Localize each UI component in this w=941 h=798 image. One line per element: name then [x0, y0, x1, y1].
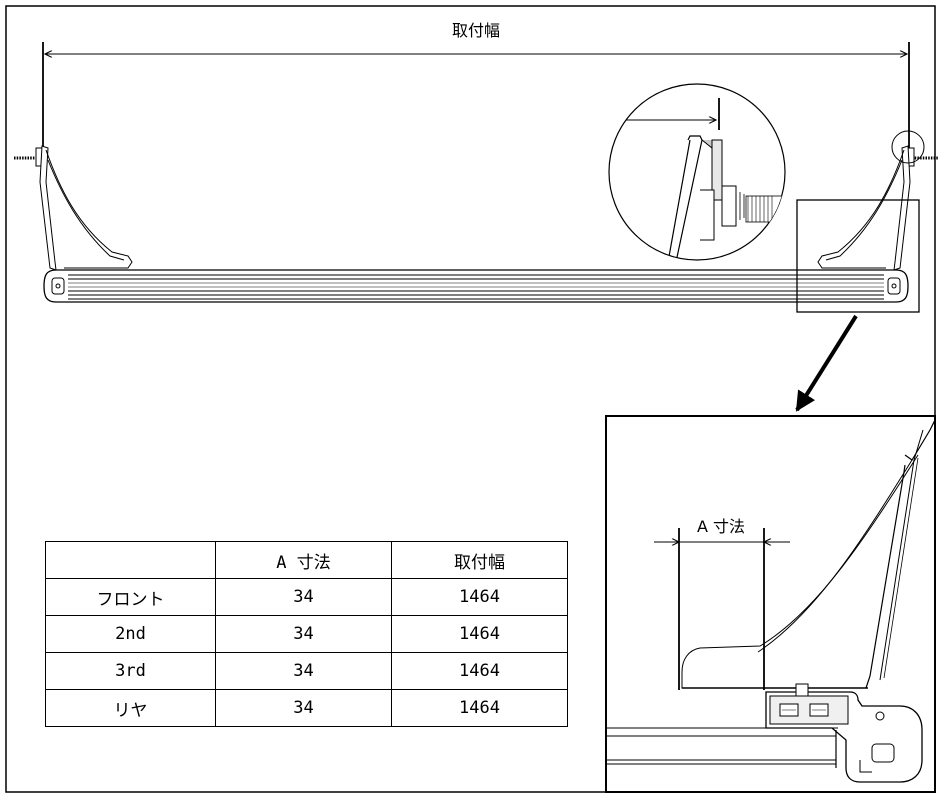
a-dimension-label: A 寸法: [697, 517, 745, 536]
table-header-row: A 寸法 取付幅: [45, 541, 568, 579]
table-header-cell: [45, 541, 216, 579]
table-cell: 2nd: [45, 615, 216, 653]
table-row: 3rd 34 1464: [45, 652, 568, 690]
table-cell: 34: [215, 615, 392, 653]
table-cell: リヤ: [45, 689, 216, 727]
table-cell: 1464: [391, 578, 568, 616]
table-header-cell: 取付幅: [391, 541, 568, 579]
detail-circle-marker: [891, 130, 925, 164]
left-bracket: [14, 145, 133, 271]
table-row: リヤ 34 1464: [45, 689, 568, 727]
table-cell: 34: [215, 689, 392, 727]
mounting-width-dimension: 取付幅: [42, 21, 910, 150]
table-cell: 1464: [391, 652, 568, 690]
mounting-width-label: 取付幅: [452, 21, 500, 40]
table-row: 2nd 34 1464: [45, 615, 568, 653]
table-header-cell: A 寸法: [215, 541, 392, 579]
magnified-circle-detail: [608, 83, 786, 261]
bar-rail: [43, 269, 909, 303]
table-cell: 3rd: [45, 652, 216, 690]
table-cell: 34: [215, 652, 392, 690]
table-row: フロント 34 1464: [45, 578, 568, 616]
right-bracket: [817, 145, 938, 271]
enlarged-detail-panel: A 寸法: [605, 415, 936, 793]
table-cell: フロント: [45, 578, 216, 616]
detail-selection-box: [796, 199, 920, 313]
table-cell: 1464: [391, 615, 568, 653]
detail-pointer-arrow: [795, 314, 858, 412]
dimension-table: A 寸法 取付幅 フロント 34 1464 2nd 34 1464 3rd 34…: [45, 541, 568, 727]
table-cell: 34: [215, 578, 392, 616]
drawing-frame: [5, 5, 936, 793]
table-cell: 1464: [391, 689, 568, 727]
